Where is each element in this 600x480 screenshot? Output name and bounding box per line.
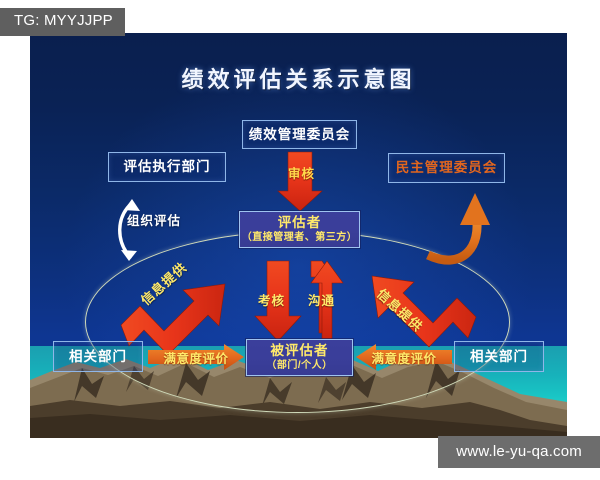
- arrow-satisfaction-left: 满意度评价: [148, 344, 244, 370]
- node-assessed-label: 被评估者: [270, 343, 329, 359]
- arrow-communication-up: [310, 260, 344, 340]
- node-evaluation-execution-department: 评估执行部门: [108, 152, 226, 182]
- arrow-org-assessment-curved: [118, 199, 140, 261]
- arrow-right-shape-icon: [148, 344, 244, 370]
- watermark-banner: www.le-yu-qa.com: [438, 436, 600, 468]
- node-democratic-management-committee: 民主管理委员会: [388, 153, 505, 183]
- arrow-satisfaction-right: 满意度评价: [356, 344, 452, 370]
- arrow-info-supply-left: [120, 283, 226, 356]
- arrow-info-supply-right: [371, 275, 477, 348]
- arrow-left-shape-icon: [356, 344, 452, 370]
- node-related-department-left-label: 相关部门: [69, 348, 127, 364]
- arrow-review-label: 审核: [288, 167, 316, 181]
- node-assessed-sublabel: （部门/个人）: [266, 359, 333, 371]
- page-title: 绩效评估关系示意图: [181, 67, 416, 93]
- node-related-department-right-label: 相关部门: [470, 348, 528, 364]
- arrow-communication-label: 沟通: [308, 294, 336, 308]
- node-evaluation-execution-department-label: 评估执行部门: [123, 159, 211, 175]
- arrow-appraisal-down: [254, 260, 302, 342]
- arrow-satisfaction-right-label: 满意度评价: [371, 351, 437, 366]
- node-related-department-right: 相关部门: [454, 341, 544, 372]
- arrow-review-down: [277, 151, 323, 212]
- node-performance-management-committee-label: 绩效管理委员会: [248, 126, 351, 142]
- tg-tag-banner: TG: MYYJJPP: [0, 8, 125, 36]
- node-assessor-label: 评估者: [277, 215, 322, 231]
- node-democratic-management-committee-label: 民主管理委员会: [395, 160, 498, 176]
- arrow-appraisal-label: 考核: [258, 294, 286, 308]
- node-assessed: 被评估者 （部门/个人）: [246, 339, 353, 376]
- arrow-democratic-committee-curved: [426, 193, 490, 265]
- node-related-department-left: 相关部门: [53, 341, 143, 372]
- arrow-layer: [30, 33, 567, 438]
- node-assessor-sublabel: （直接管理者、第三方）: [241, 231, 358, 243]
- presentation-slide: 绩效评估关系示意图: [30, 33, 567, 438]
- node-assessor: 评估者 （直接管理者、第三方）: [239, 211, 360, 248]
- arrow-satisfaction-left-label: 满意度评价: [163, 351, 229, 366]
- node-performance-management-committee: 绩效管理委员会: [242, 120, 357, 149]
- arrow-org-assessment-label: 组织评估: [127, 214, 182, 228]
